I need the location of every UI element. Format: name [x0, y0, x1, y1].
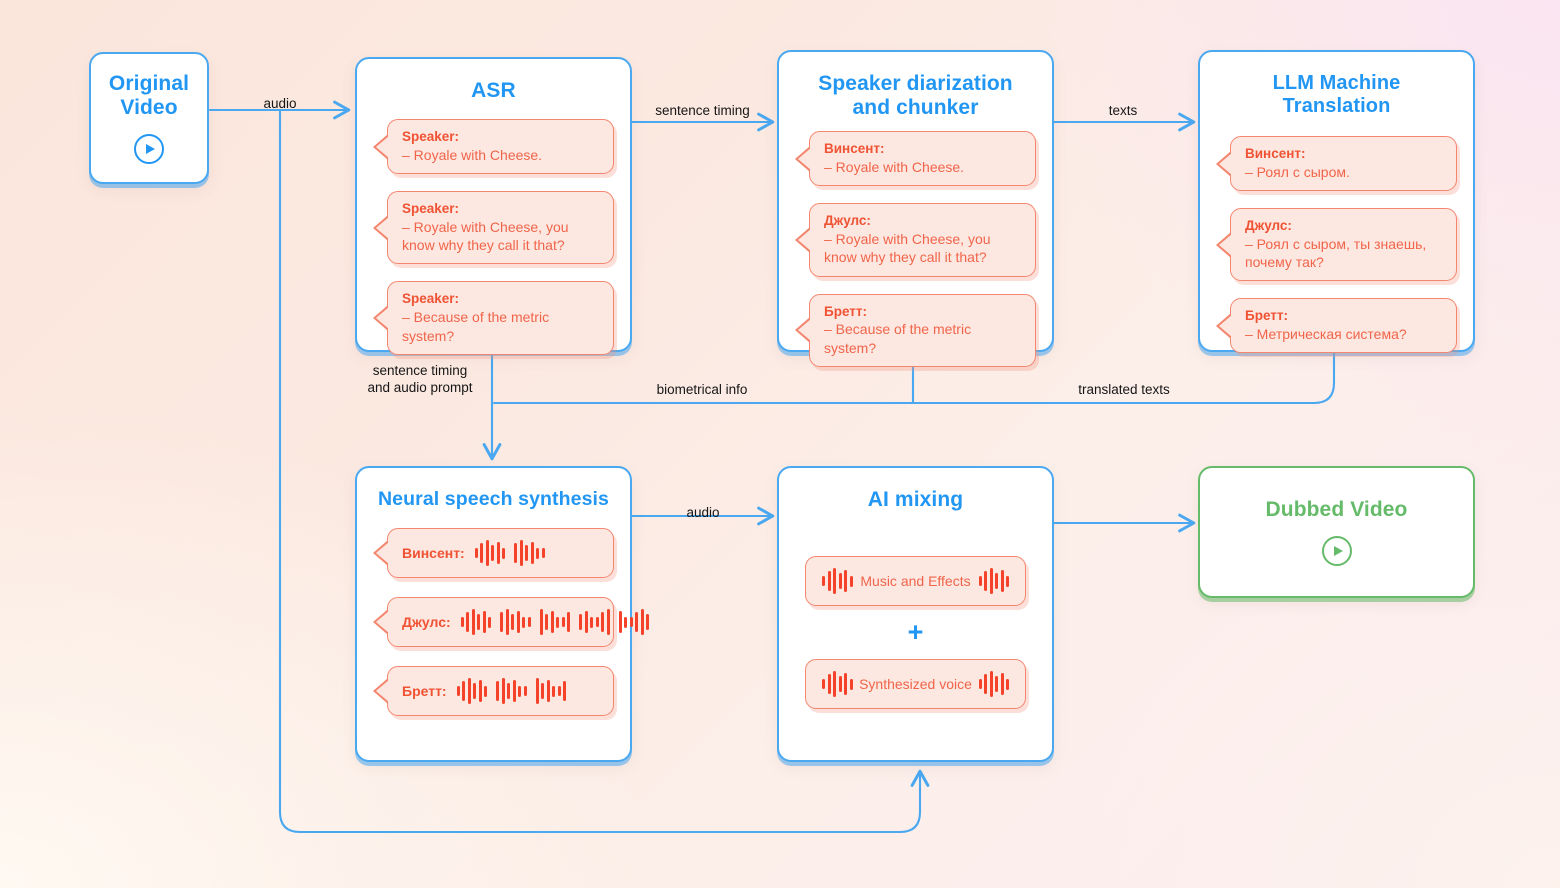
- translation-bubble-1[interactable]: Винсент: – Роял с сыром.: [1216, 136, 1457, 192]
- waveform-icon-group: [456, 678, 567, 705]
- bubble-text: – Royale with Cheese.: [824, 159, 965, 176]
- bubble-speaker: Speaker:: [402, 129, 460, 145]
- play-circle-icon[interactable]: [134, 134, 164, 165]
- bubble-tail-inner-icon: [376, 680, 389, 703]
- waveform-icon: [978, 671, 1009, 698]
- original-video-title: Original Video: [108, 71, 190, 119]
- waveform-icon: [535, 678, 567, 705]
- diarization-bubble-1[interactable]: Винсент: – Royale with Cheese.: [795, 131, 1036, 187]
- translation-bubble-list: Винсент: – Роял с сыром. Джулс: – Роял с…: [1216, 136, 1457, 354]
- waveform-icon-left: [822, 671, 853, 698]
- bubble-text: – Because of the metric system?: [824, 321, 972, 356]
- node-ai-mixing[interactable]: AI mixing Music and Effects + Synthesize…: [777, 466, 1054, 762]
- waveform-icon: [460, 609, 492, 636]
- asr-bubble-1[interactable]: Speaker: – Royale with Cheese.: [373, 119, 614, 175]
- bubble-tail-inner-icon: [376, 216, 389, 239]
- edge-label-translated-texts: translated texts: [1078, 382, 1170, 397]
- synthesis-bubble-3[interactable]: Бретт:: [373, 666, 614, 717]
- diarization-bubble-list: Винсент: – Royale with Cheese. Джулс: – …: [795, 131, 1036, 367]
- node-asr[interactable]: ASR Speaker: – Royale with Cheese. Speak…: [355, 57, 632, 355]
- bubble-speaker: Винсент:: [824, 141, 885, 157]
- bubble-text: – Метрическая система?: [1245, 326, 1407, 343]
- asr-bubble-2[interactable]: Speaker: – Royale with Cheese, you know …: [373, 191, 614, 265]
- translation-bubble-3[interactable]: Бретт: – Метрическая система?: [1216, 298, 1457, 354]
- waveform-icon: [822, 568, 853, 595]
- waveform-icon-group: [460, 609, 650, 636]
- bubble-tail-inner-icon: [798, 319, 811, 342]
- waveform-icon: [474, 540, 506, 567]
- bubble-text: – Royale with Cheese.: [402, 147, 543, 164]
- bubble-speaker: Бретт:: [1245, 308, 1288, 324]
- waveform-icon: [456, 678, 488, 705]
- synthesis-bubble-list: Винсент: Джулс: Бретт:: [373, 528, 650, 717]
- mixing-pill-music-and-effects[interactable]: Music and Effects: [805, 556, 1026, 607]
- asr-bubble-3[interactable]: Speaker: – Because of the metric system?: [373, 281, 614, 355]
- bubble-speaker: Джулс:: [402, 613, 451, 630]
- waveform-icon: [579, 609, 610, 636]
- waveform-icon: [978, 568, 1009, 595]
- bubble-tail-inner-icon: [798, 147, 811, 170]
- edge-label-audio-to-mixing: audio: [686, 505, 720, 520]
- bubble-tail-inner-icon: [1219, 233, 1232, 256]
- waveform-icon-right: [978, 671, 1009, 698]
- play-circle-icon[interactable]: [1321, 536, 1352, 567]
- mixing-title: AI mixing: [867, 488, 964, 511]
- mixing-pill-synthesized-voice[interactable]: Synthesized voice: [805, 659, 1026, 710]
- waveform-icon: [618, 609, 650, 636]
- bubble-tail-inner-icon: [376, 135, 389, 158]
- bubble-speaker: Джулс:: [824, 213, 871, 229]
- pill-label: Synthesized voice: [859, 676, 972, 693]
- asr-title: ASR: [471, 79, 516, 102]
- synthesis-title: Neural speech synthesis: [378, 488, 609, 510]
- asr-bubble-list: Speaker: – Royale with Cheese. Speaker: …: [373, 119, 614, 355]
- edge-label-biometrical-info: biometrical info: [656, 382, 748, 397]
- bubble-text: – Royale with Cheese, you know why they …: [402, 219, 569, 254]
- bubble-speaker: Speaker:: [402, 201, 460, 217]
- edge-label-audio: audio: [263, 96, 297, 111]
- bubble-text: – Royale with Cheese, you know why they …: [824, 231, 991, 266]
- bubble-speaker: Винсент:: [402, 544, 465, 561]
- bubble-text: – Роял с сыром, ты знаешь, почему так?: [1245, 235, 1427, 271]
- bubble-tail-inner-icon: [376, 611, 389, 634]
- edge-label-sentence-timing: sentence timing: [655, 103, 750, 118]
- synthesis-bubble-1[interactable]: Винсент:: [373, 528, 614, 579]
- waveform-icon: [500, 609, 531, 636]
- bubble-tail-inner-icon: [1219, 152, 1232, 175]
- edge-label-texts: texts: [1108, 103, 1138, 118]
- bubble-tail-inner-icon: [1219, 314, 1232, 337]
- synthesis-bubble-2[interactable]: Джулс:: [373, 597, 650, 648]
- edge-label-sentence-timing-prompt: sentence timing and audio prompt: [367, 363, 473, 395]
- waveform-icon-right: [978, 568, 1009, 595]
- bubble-text: – Because of the metric system?: [402, 309, 550, 344]
- bubble-tail-inner-icon: [376, 307, 389, 330]
- node-llm-machine-translation[interactable]: LLM Machine Translation Винсент: – Роял …: [1198, 50, 1475, 354]
- bubble-speaker: Джулс:: [1245, 218, 1292, 234]
- dubbed-video-title: Dubbed Video: [1265, 497, 1408, 521]
- waveform-icon: [822, 671, 853, 698]
- bubble-tail-inner-icon: [798, 228, 811, 251]
- translation-title: LLM Machine Translation: [1272, 72, 1401, 117]
- waveform-icon: [496, 678, 527, 705]
- diarization-bubble-3[interactable]: Бретт: – Because of the metric system?: [795, 293, 1036, 367]
- bubble-text: – Роял с сыром.: [1245, 163, 1350, 180]
- waveform-icon: [514, 540, 545, 567]
- waveform-icon: [539, 609, 571, 636]
- node-neural-speech-synthesis[interactable]: Neural speech synthesis Винсент: Джулс: …: [355, 466, 650, 762]
- pill-label: Music and Effects: [860, 573, 971, 590]
- waveform-icon-left: [822, 568, 853, 595]
- bubble-speaker: Speaker:: [402, 291, 460, 307]
- node-dubbed-video[interactable]: Dubbed Video: [1198, 466, 1475, 598]
- node-original-video[interactable]: Original Video: [89, 52, 209, 184]
- translation-bubble-2[interactable]: Джулс: – Роял с сыром, ты знаешь, почему…: [1216, 208, 1457, 282]
- waveform-icon-group: [474, 540, 545, 567]
- bubble-tail-inner-icon: [376, 542, 389, 565]
- plus-icon: +: [907, 617, 924, 648]
- node-speaker-diarization[interactable]: Speaker diarization and chunker Винсент:…: [777, 50, 1054, 367]
- bubble-speaker: Бретт:: [402, 682, 447, 699]
- diarization-bubble-2[interactable]: Джулс: – Royale with Cheese, you know wh…: [795, 203, 1036, 277]
- bubble-speaker: Винсент:: [1245, 146, 1306, 161]
- bubble-speaker: Бретт:: [824, 303, 867, 319]
- diarization-title: Speaker diarization and chunker: [818, 72, 1013, 120]
